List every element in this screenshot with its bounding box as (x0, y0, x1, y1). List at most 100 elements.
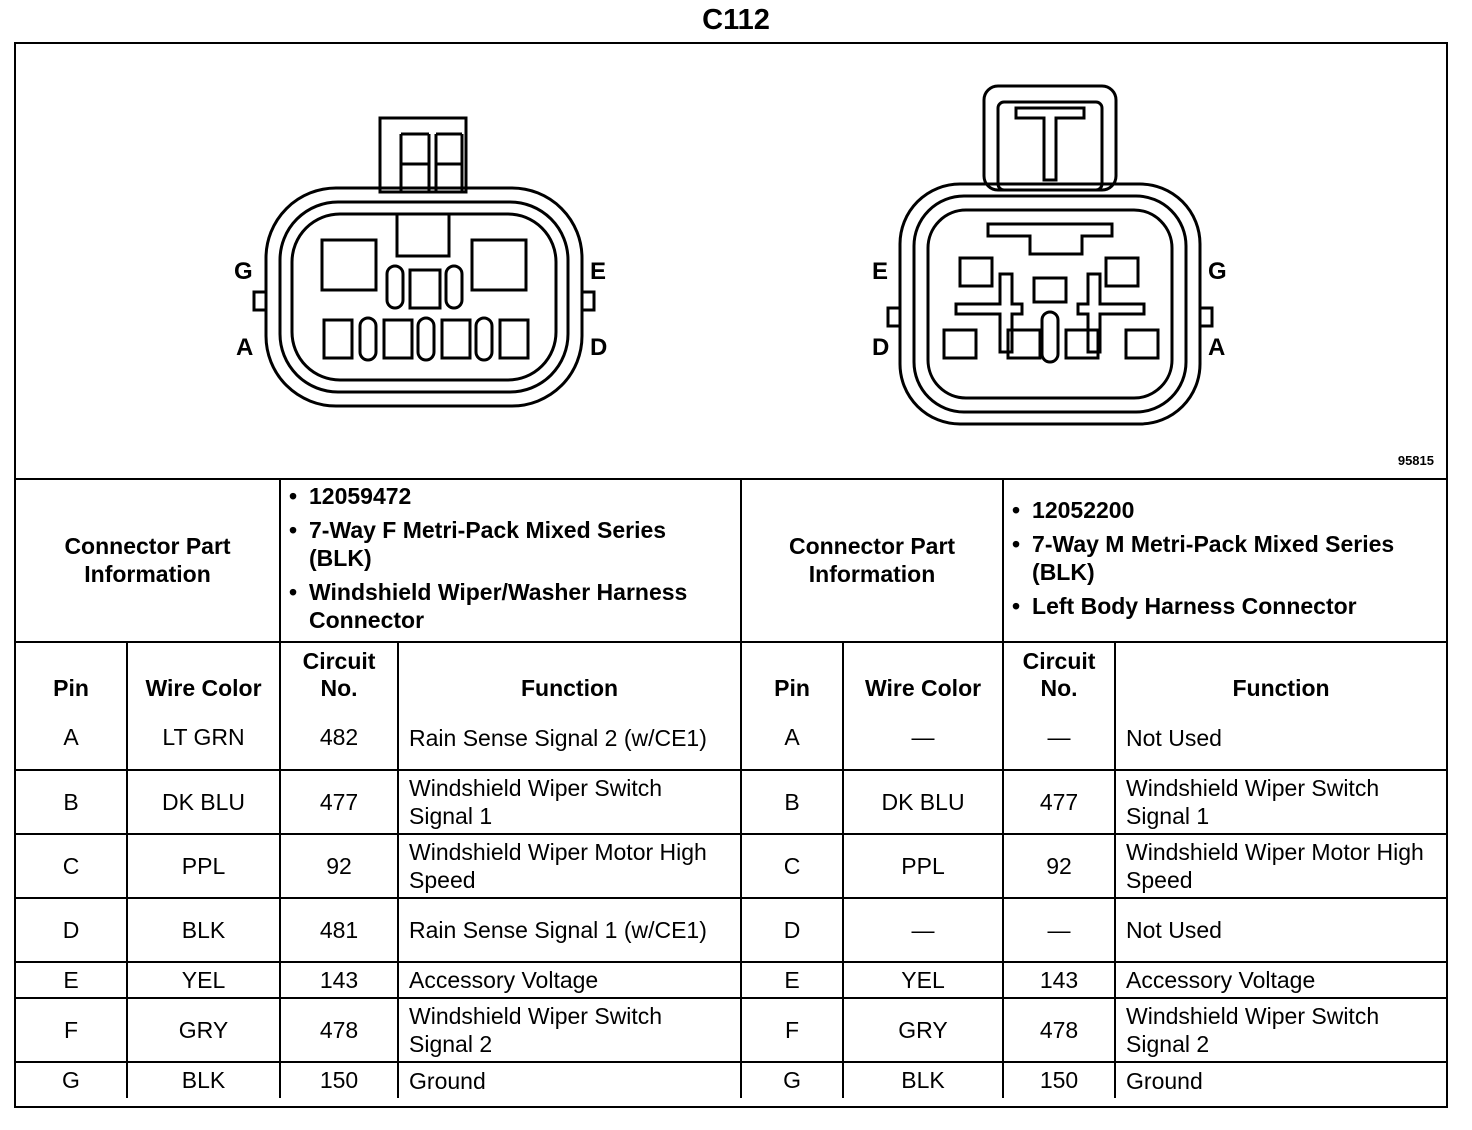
cell-function: Windshield Wiper Switch Signal 2 (397, 997, 743, 1063)
cell-circuit: 143 (279, 961, 400, 999)
right-connector-drawing (886, 84, 1214, 426)
figure-id: 95815 (1397, 453, 1434, 468)
col-header-function: Function (397, 641, 743, 706)
cell-function: Rain Sense Signal 1 (w/CE1) (397, 897, 743, 963)
connector-drawings (252, 84, 1214, 426)
cell-pin: G (16, 1061, 128, 1098)
cell-function: Rain Sense Signal 2 (w/CE1) (397, 706, 743, 771)
cell-wire: GRY (842, 997, 1005, 1063)
left-info-header: Connector Part Information (16, 478, 282, 643)
cell-function: Ground (397, 1061, 743, 1098)
cell-circuit: — (1002, 706, 1117, 771)
pinout-table: Connector Part Information 12059472 7-Wa… (16, 478, 1447, 1098)
cell-function: Windshield Wiper Switch Signal 1 (397, 769, 743, 835)
cell-wire: YEL (125, 961, 282, 999)
right-info-line: Left Body Harness Connector (1012, 592, 1436, 620)
page-title: C112 (702, 4, 770, 36)
cell-circuit: 150 (1002, 1061, 1117, 1098)
right-info-line: 12052200 (1012, 496, 1436, 524)
cell-circuit: — (1002, 897, 1117, 963)
right-pin-label-d: D (872, 334, 890, 361)
cell-wire: PPL (125, 833, 282, 899)
cell-function: Windshield Wiper Switch Signal 2 (1114, 997, 1447, 1063)
left-connector-drawing (252, 116, 596, 408)
left-info-list: 12059472 7-Way F Metri-Pack Mixed Series… (279, 478, 743, 643)
left-info-line: Windshield Wiper/Washer Harness Connecto… (289, 578, 730, 634)
left-pin-label-a: A (236, 334, 254, 361)
cell-function: Accessory Voltage (1114, 961, 1447, 999)
right-pin-label-e: E (872, 258, 889, 285)
cell-pin: D (740, 897, 845, 963)
cell-circuit: 477 (1002, 769, 1117, 835)
cell-function: Accessory Voltage (397, 961, 743, 999)
cell-pin: C (740, 833, 845, 899)
col-header-function: Function (1114, 641, 1447, 706)
cell-circuit: 478 (279, 997, 400, 1063)
cell-function: Windshield Wiper Motor High Speed (1114, 833, 1447, 899)
connector-info-row: Connector Part Information 12059472 7-Wa… (16, 478, 1447, 643)
cell-pin: A (740, 706, 845, 771)
cell-circuit: 482 (279, 706, 400, 771)
right-pin-label-g: G (1208, 258, 1227, 285)
cell-function: Ground (1114, 1061, 1447, 1098)
cell-wire: DK BLU (125, 769, 282, 835)
right-pin-label-a: A (1208, 334, 1226, 361)
cell-wire: GRY (125, 997, 282, 1063)
col-header-wire-color: Wire Color (842, 641, 1005, 706)
cell-wire: BLK (125, 897, 282, 963)
cell-pin: D (16, 897, 128, 963)
cell-wire: BLK (125, 1061, 282, 1098)
col-header-circuit: Circuit No. (1002, 641, 1117, 706)
col-header-pin: Pin (16, 641, 128, 706)
cell-wire: DK BLU (842, 769, 1005, 835)
cell-pin: G (740, 1061, 845, 1098)
cell-wire: YEL (842, 961, 1005, 999)
cell-function: Not Used (1114, 706, 1447, 771)
column-header-row: Pin Wire Color Circuit No. Function Pin … (16, 641, 1447, 706)
right-info-list: 12052200 7-Way M Metri-Pack Mixed Series… (1002, 478, 1447, 643)
cell-wire: BLK (842, 1061, 1005, 1098)
right-info-header: Connector Part Information (740, 478, 1005, 643)
cell-pin: B (740, 769, 845, 835)
left-pin-label-e: E (590, 258, 607, 285)
cell-pin: F (740, 997, 845, 1063)
cell-function: Not Used (1114, 897, 1447, 963)
connector-diagram: G E A D E G D A 95815 (16, 44, 1446, 480)
cell-pin: F (16, 997, 128, 1063)
cell-circuit: 477 (279, 769, 400, 835)
cell-circuit: 143 (1002, 961, 1117, 999)
cell-pin: C (16, 833, 128, 899)
left-info-line: 7-Way F Metri-Pack Mixed Series (BLK) (289, 516, 730, 572)
cell-pin: E (16, 961, 128, 999)
right-info-line: 7-Way M Metri-Pack Mixed Series (BLK) (1012, 530, 1436, 586)
cell-wire: — (842, 706, 1005, 771)
left-pin-label-d: D (590, 334, 608, 361)
col-header-pin: Pin (740, 641, 845, 706)
cell-wire: LT GRN (125, 706, 282, 771)
cell-function: Windshield Wiper Motor High Speed (397, 833, 743, 899)
col-header-wire-color: Wire Color (125, 641, 282, 706)
cell-wire: — (842, 897, 1005, 963)
left-pin-label-g: G (234, 258, 253, 285)
cell-circuit: 481 (279, 897, 400, 963)
cell-wire: PPL (842, 833, 1005, 899)
col-header-circuit: Circuit No. (279, 641, 400, 706)
cell-circuit: 478 (1002, 997, 1117, 1063)
connector-frame: G E A D E G D A 95815 Connector Part Inf… (14, 42, 1448, 1108)
cell-pin: E (740, 961, 845, 999)
cell-circuit: 92 (279, 833, 400, 899)
cell-pin: B (16, 769, 128, 835)
left-info-line: 12059472 (289, 482, 730, 510)
cell-circuit: 92 (1002, 833, 1117, 899)
cell-pin: A (16, 706, 128, 771)
cell-function: Windshield Wiper Switch Signal 1 (1114, 769, 1447, 835)
cell-circuit: 150 (279, 1061, 400, 1098)
